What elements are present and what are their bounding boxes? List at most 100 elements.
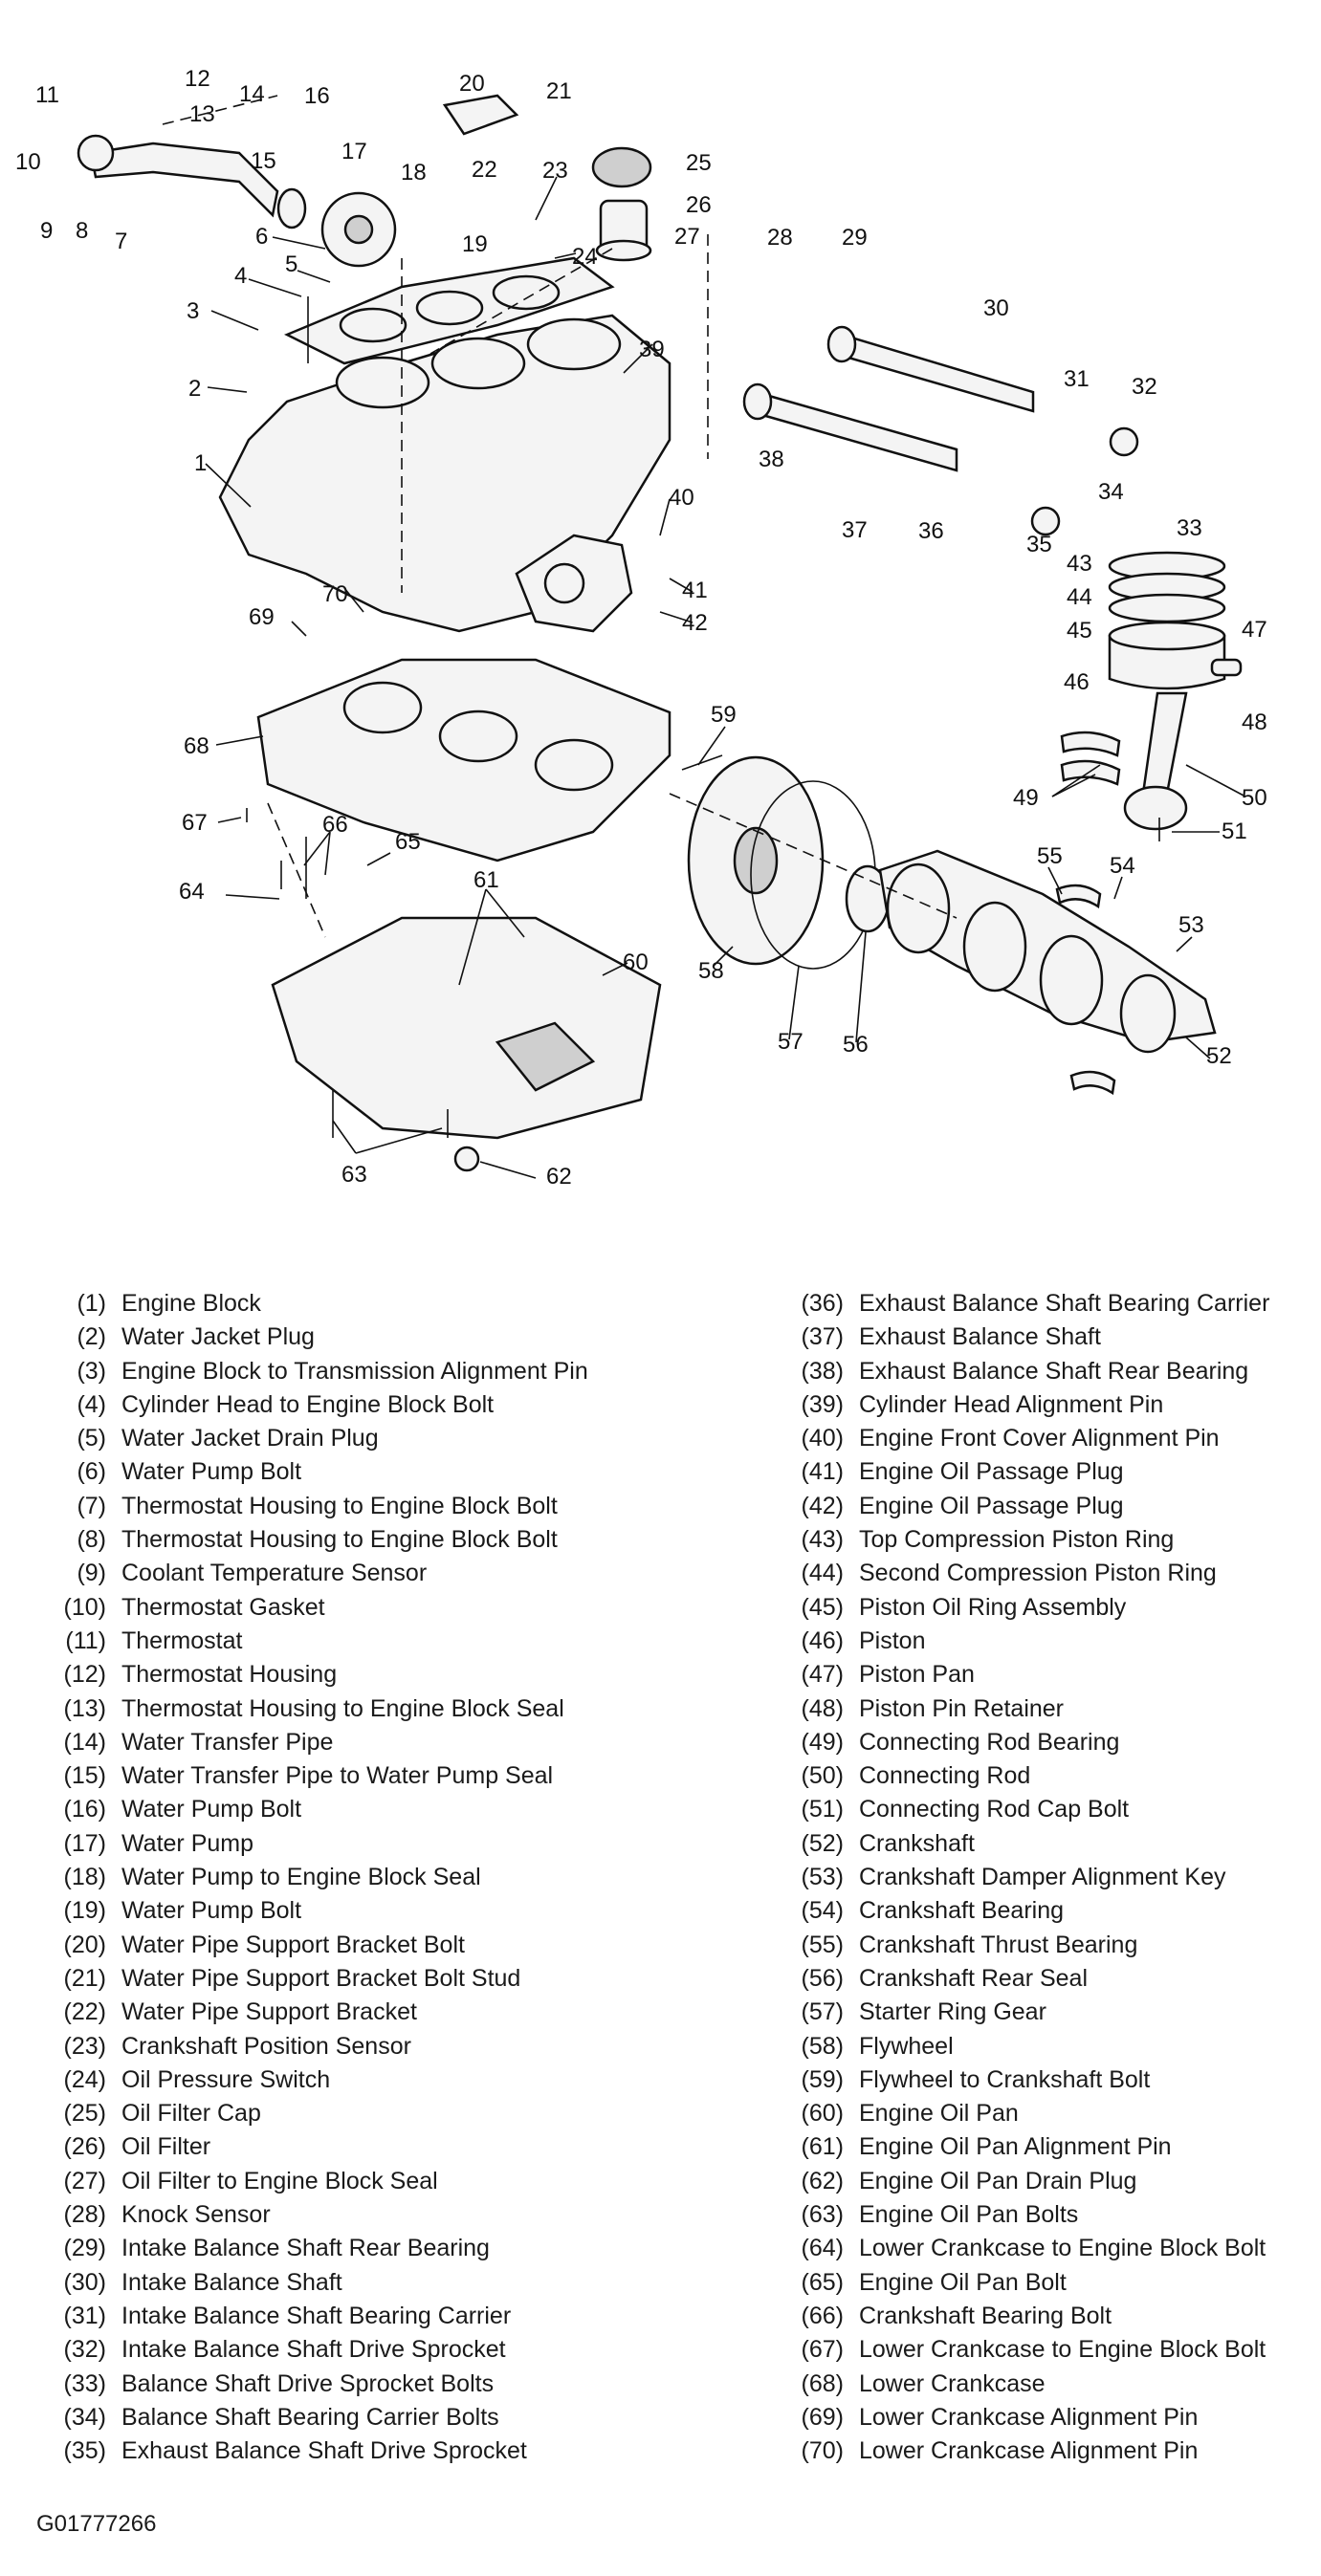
legend-item-label: Intake Balance Shaft Rear Bearing bbox=[121, 2235, 490, 2262]
callout-label: 29 bbox=[842, 225, 868, 251]
legend-item-number: (45) bbox=[801, 1593, 844, 1621]
legend-item-label: Water Pump Bolt bbox=[121, 1458, 302, 1486]
legend-item-number: (38) bbox=[801, 1357, 844, 1385]
legend-item-label: Top Compression Piston Ring bbox=[859, 1526, 1175, 1554]
exploded-engine-diagram: 11 12 13 14 16 20 21 22 10 15 17 18 23 2… bbox=[0, 0, 1321, 1253]
legend-item: (5)Water Jacket Drain Plug bbox=[36, 1422, 706, 1455]
legend-item-number: (13) bbox=[63, 1694, 106, 1722]
piston-assembly-drawing bbox=[1060, 551, 1243, 831]
callout-label: 34 bbox=[1098, 479, 1124, 505]
legend-item: (7)Thermostat Housing to Engine Block Bo… bbox=[36, 1490, 706, 1523]
legend-item-label: Crankshaft Damper Alignment Key bbox=[859, 1864, 1226, 1891]
legend-item-number: (43) bbox=[801, 1526, 844, 1554]
callout-label: 26 bbox=[686, 192, 712, 218]
legend-item-number: (53) bbox=[801, 1864, 844, 1891]
legend-item-number: (33) bbox=[63, 2369, 106, 2397]
legend-item-label: Coolant Temperature Sensor bbox=[121, 1560, 428, 1587]
legend-item-label: Engine Oil Passage Plug bbox=[859, 1492, 1124, 1519]
callout-label: 42 bbox=[682, 610, 708, 636]
legend-item: (3)Engine Block to Transmission Alignmen… bbox=[36, 1355, 706, 1388]
legend-item: (19)Water Pump Bolt bbox=[36, 1894, 706, 1928]
legend-item-number: (59) bbox=[801, 2065, 844, 2093]
callout-label: 31 bbox=[1064, 366, 1090, 392]
callout-label: 44 bbox=[1067, 584, 1092, 610]
legend-item-number: (41) bbox=[801, 1458, 844, 1486]
callout-label: 58 bbox=[698, 958, 724, 984]
legend-item-number: (36) bbox=[801, 1290, 844, 1317]
callout-label: 36 bbox=[918, 518, 944, 544]
legend-item-number: (29) bbox=[63, 2235, 106, 2262]
legend-item-number: (14) bbox=[63, 1728, 106, 1756]
legend-item-number: (62) bbox=[801, 2167, 844, 2194]
legend-item-label: Balance Shaft Bearing Carrier Bolts bbox=[121, 2403, 499, 2431]
legend-item-label: Balance Shaft Drive Sprocket Bolts bbox=[121, 2369, 495, 2397]
legend-item: (21)Water Pipe Support Bracket Bolt Stud bbox=[36, 1962, 706, 1996]
callout-label: 8 bbox=[76, 218, 88, 244]
cooling-parts-drawing bbox=[77, 94, 519, 268]
legend-item: (37)Exhaust Balance Shaft bbox=[777, 1321, 1312, 1354]
legend-item: (2)Water Jacket Plug bbox=[36, 1321, 706, 1354]
callout-label: 62 bbox=[546, 1164, 572, 1190]
legend-item: (28)Knock Sensor bbox=[36, 2198, 706, 2232]
callout-label: 18 bbox=[401, 160, 427, 186]
legend-item: (29) Intake Balance Shaft Rear Bearing bbox=[36, 2232, 706, 2265]
callout-label: 50 bbox=[1242, 785, 1267, 811]
legend-item: (64)Lower Crankcase to Engine Block Bolt bbox=[777, 2232, 1312, 2265]
legend-item-label: Piston Pan bbox=[859, 1661, 975, 1689]
fasteners-drawing bbox=[246, 296, 1160, 1138]
callout-label: 39 bbox=[639, 337, 665, 362]
figure-id: G01777266 bbox=[36, 2511, 157, 2537]
legend-item-number: (19) bbox=[63, 1897, 106, 1925]
legend-item-label: Crankshaft Position Sensor bbox=[121, 2032, 411, 2060]
callout-label: 51 bbox=[1222, 819, 1247, 844]
callout-label: 63 bbox=[341, 1162, 367, 1188]
legend-item-label: Crankshaft Bearing Bolt bbox=[859, 2302, 1112, 2329]
legend-item: (63)Engine Oil Pan Bolts bbox=[777, 2198, 1312, 2232]
legend-item-number: (70) bbox=[801, 2437, 844, 2465]
callout-label: 61 bbox=[473, 867, 499, 893]
legend-item-number: (34) bbox=[63, 2403, 106, 2431]
legend-item: (43) Top Compression Piston Ring bbox=[777, 1523, 1312, 1557]
legend-item-label: Oil Pressure Switch bbox=[121, 2065, 331, 2093]
leader-lines bbox=[205, 176, 1246, 1179]
legend-item-number: (40) bbox=[801, 1425, 844, 1452]
callout-label: 53 bbox=[1178, 912, 1204, 938]
legend-item-number: (32) bbox=[63, 2336, 106, 2364]
callout-label: 3 bbox=[187, 298, 199, 324]
legend-item-number: (65) bbox=[801, 2268, 844, 2296]
callout-label: 60 bbox=[623, 950, 649, 975]
flywheel-drawing bbox=[687, 755, 891, 970]
legend-item-number: (49) bbox=[801, 1728, 844, 1756]
legend-item-label: Engine Oil Pan Bolt bbox=[859, 2268, 1067, 2296]
legend-item: (57)Starter Ring Gear bbox=[777, 1996, 1312, 2029]
callout-label: 27 bbox=[674, 224, 700, 250]
legend-item-label: Water Pipe Support Bracket Bolt bbox=[121, 1931, 465, 1958]
legend-item: (45)Piston Oil Ring Assembly bbox=[777, 1591, 1312, 1625]
legend-item-label: Engine Block bbox=[121, 1290, 261, 1317]
callout-label: 22 bbox=[472, 157, 497, 183]
oil-filter-drawing bbox=[591, 146, 652, 262]
legend-item-number: (51) bbox=[801, 1796, 844, 1823]
legend-item: (52)Crankshaft bbox=[777, 1827, 1312, 1861]
callout-label: 24 bbox=[572, 244, 598, 270]
legend-item-label: Flywheel bbox=[859, 2032, 954, 2060]
legend-item-number: (30) bbox=[63, 2268, 106, 2296]
callout-label: 15 bbox=[251, 148, 276, 174]
legend-item: (60)Engine Oil Pan bbox=[777, 2097, 1312, 2130]
legend-item: (26)Oil Filter bbox=[36, 2130, 706, 2164]
legend-item: (59)Flywheel to Crankshaft Bolt bbox=[777, 2063, 1312, 2097]
legend-item-number: (23) bbox=[63, 2032, 106, 2060]
callout-label: 46 bbox=[1064, 669, 1090, 695]
engine-block-drawing bbox=[218, 314, 672, 633]
legend-item-number: (28) bbox=[63, 2201, 106, 2229]
callout-label: 55 bbox=[1037, 843, 1063, 869]
legend-item: (8)Thermostat Housing to Engine Block Bo… bbox=[36, 1523, 706, 1557]
legend-item: (68)Lower Crankcase bbox=[777, 2368, 1312, 2401]
legend-item-label: Crankshaft Bearing bbox=[859, 1897, 1065, 1925]
legend-item-label: Oil Filter Cap bbox=[121, 2100, 261, 2128]
legend-item: (53) Crankshaft Damper Alignment Key bbox=[777, 1861, 1312, 1894]
callout-label: 11 bbox=[35, 82, 59, 108]
callout-label: 38 bbox=[759, 447, 784, 472]
legend-item: (36)Exhaust Balance Shaft Bearing Carrie… bbox=[777, 1287, 1312, 1321]
legend-item-number: (56) bbox=[801, 1964, 844, 1992]
